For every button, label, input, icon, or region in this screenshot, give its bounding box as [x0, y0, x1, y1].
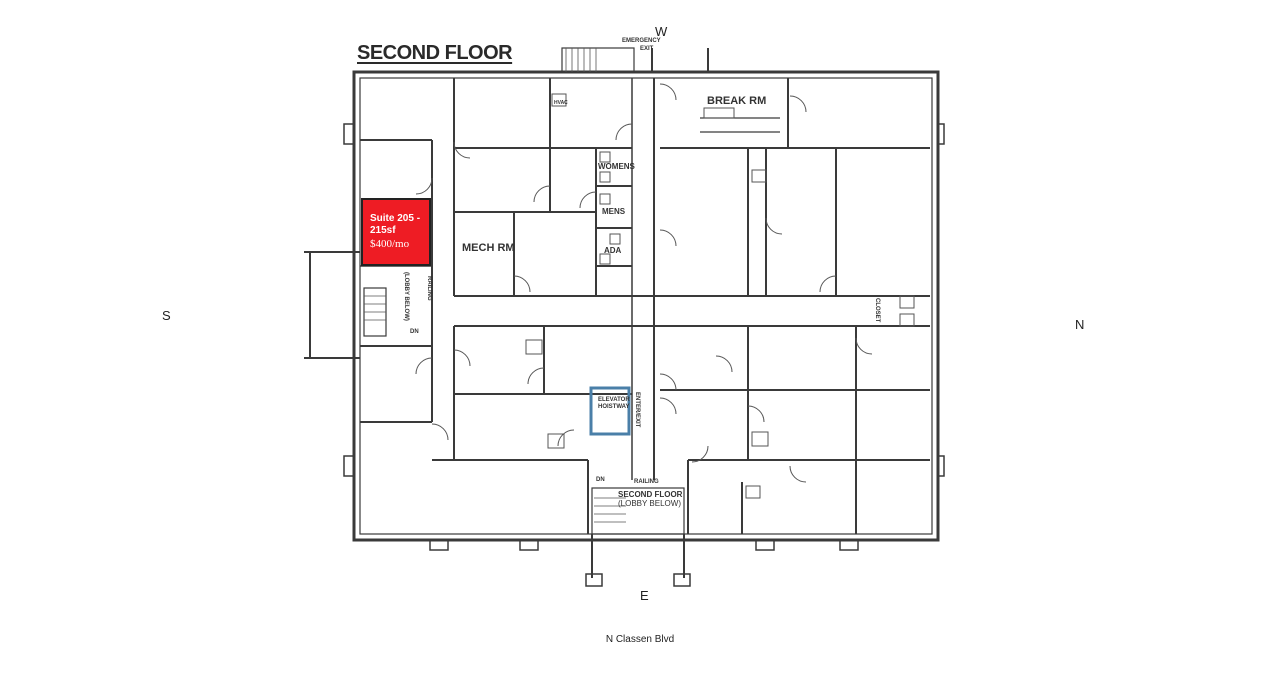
suite-size: 215sf	[370, 225, 396, 236]
exterior-wall-outer	[352, 70, 940, 542]
second-floor-lobby-label-2: (LOBBY BELOW)	[618, 499, 681, 508]
enter-exit-label: ENTER/EXIT	[634, 392, 640, 428]
dn-label-west: DN	[410, 329, 419, 335]
compass-east: E	[640, 588, 649, 603]
emergency-exit-label-2: EXIT	[640, 46, 654, 52]
elevator-label-2: HOISTWAY	[598, 404, 630, 410]
exterior-wall-inner	[359, 77, 933, 535]
railing-label-east: RAILING	[634, 479, 659, 485]
compass-west: W	[655, 24, 668, 39]
mens-label: MENS	[602, 207, 626, 216]
ada-label: ADA	[604, 246, 622, 255]
compass-south: S	[162, 308, 171, 323]
second-floor-lobby-label-1: SECOND FLOOR	[618, 490, 683, 499]
elevator-hoistway	[589, 386, 631, 436]
emergency-exit-label-1: EMERGENCY	[622, 38, 661, 44]
suite-name: Suite 205 -	[370, 213, 421, 224]
womens-label: WOMENS	[598, 162, 635, 171]
floor-title: SECOND FLOOR	[357, 42, 513, 64]
compass-north: N	[1075, 317, 1085, 332]
street-label: N Classen Blvd	[605, 634, 675, 645]
mech-room-label: MECH RM	[462, 242, 515, 254]
elevator-label-1: ELEVATOR	[598, 397, 630, 403]
hvac-label: HVAC	[554, 100, 568, 106]
break-room-label: BREAK RM	[707, 95, 767, 107]
lobby-below-label-west: (LOBBY BELOW)	[403, 272, 409, 321]
dn-label-east: DN	[596, 477, 605, 483]
suite-205-highlight[interactable]: Suite 205 - 215sf $400/mo	[361, 198, 431, 266]
railing-label-west: RAILING	[426, 276, 432, 301]
suite-price: $400/mo	[370, 238, 410, 250]
closet-label: CLOSET	[874, 298, 880, 323]
